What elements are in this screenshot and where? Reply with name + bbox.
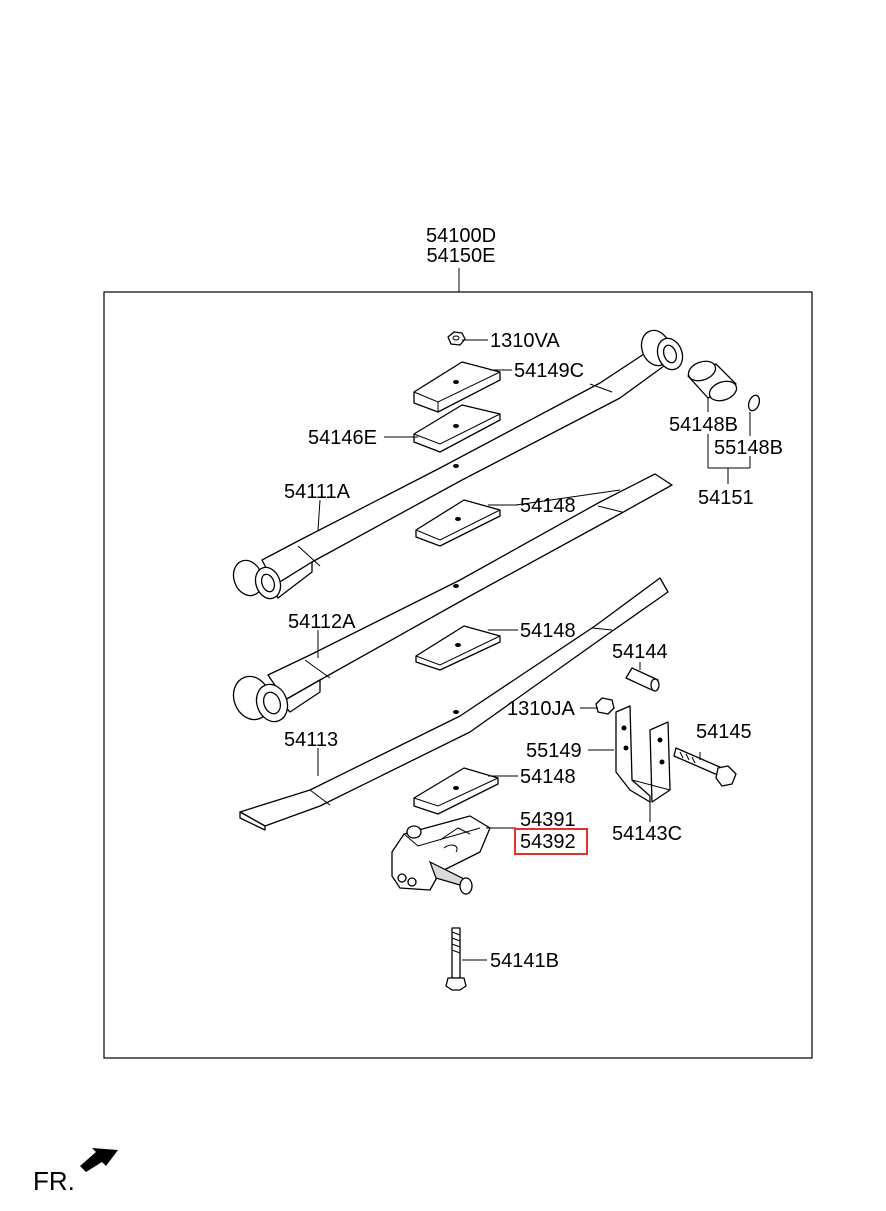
label-54143c: 54143C [612,823,682,845]
label-54112a: 54112A [288,611,356,633]
leaf-spring-54111a [232,329,684,600]
label-1310ja: 1310JA [507,698,575,720]
label-54148b: 54148B [669,414,738,436]
highlight-box-54392 [514,828,588,855]
label-54145: 54145 [696,721,752,743]
label-54148-lower: 54148 [520,766,576,788]
label-54113: 54113 [284,729,338,751]
bushing-54148b [687,360,738,402]
label-54144: 54144 [612,641,668,663]
shackle-54143c [615,705,671,803]
bolt-54145 [673,747,737,787]
pad-54148-upper [415,499,501,547]
label-54146e: 54146E [308,427,377,449]
label-55149: 55149 [526,740,582,762]
ring-55148b [747,394,761,412]
pad-54149c [413,361,501,413]
label-54149c: 54149C [514,360,584,382]
label-55148b: 55148B [714,437,783,459]
pad-54148-middle [415,625,501,671]
nut-1310va [447,331,466,346]
label-54141b: 54141B [490,950,559,972]
front-direction-label: FR. [33,1166,75,1196]
nut-1310ja [595,697,615,715]
pad-54146e [413,404,501,453]
label-54391: 54391 [520,809,576,831]
label-1310va: 1310VA [490,330,560,352]
spring-seat-54391 [391,815,491,895]
assembly-code-primary: 54100D [426,225,496,247]
label-54148-upper: 54148 [520,495,576,517]
leader-lines [317,339,751,961]
assembly-code-secondary: 54150E [427,245,496,267]
pad-54148-lower [413,767,499,815]
assembly-frame [103,291,813,1059]
front-arrow-icon [80,1148,118,1172]
pin-54144 [625,667,660,692]
label-54111a: 54111A [284,481,351,503]
label-54151: 54151 [698,487,754,509]
label-54392[interactable]: 54392 [520,831,576,853]
bolt-54141b [445,927,467,991]
leaf-spring-54113 [239,577,669,831]
label-54148-middle: 54148 [520,620,576,642]
leaf-spring-54112a [232,473,673,723]
